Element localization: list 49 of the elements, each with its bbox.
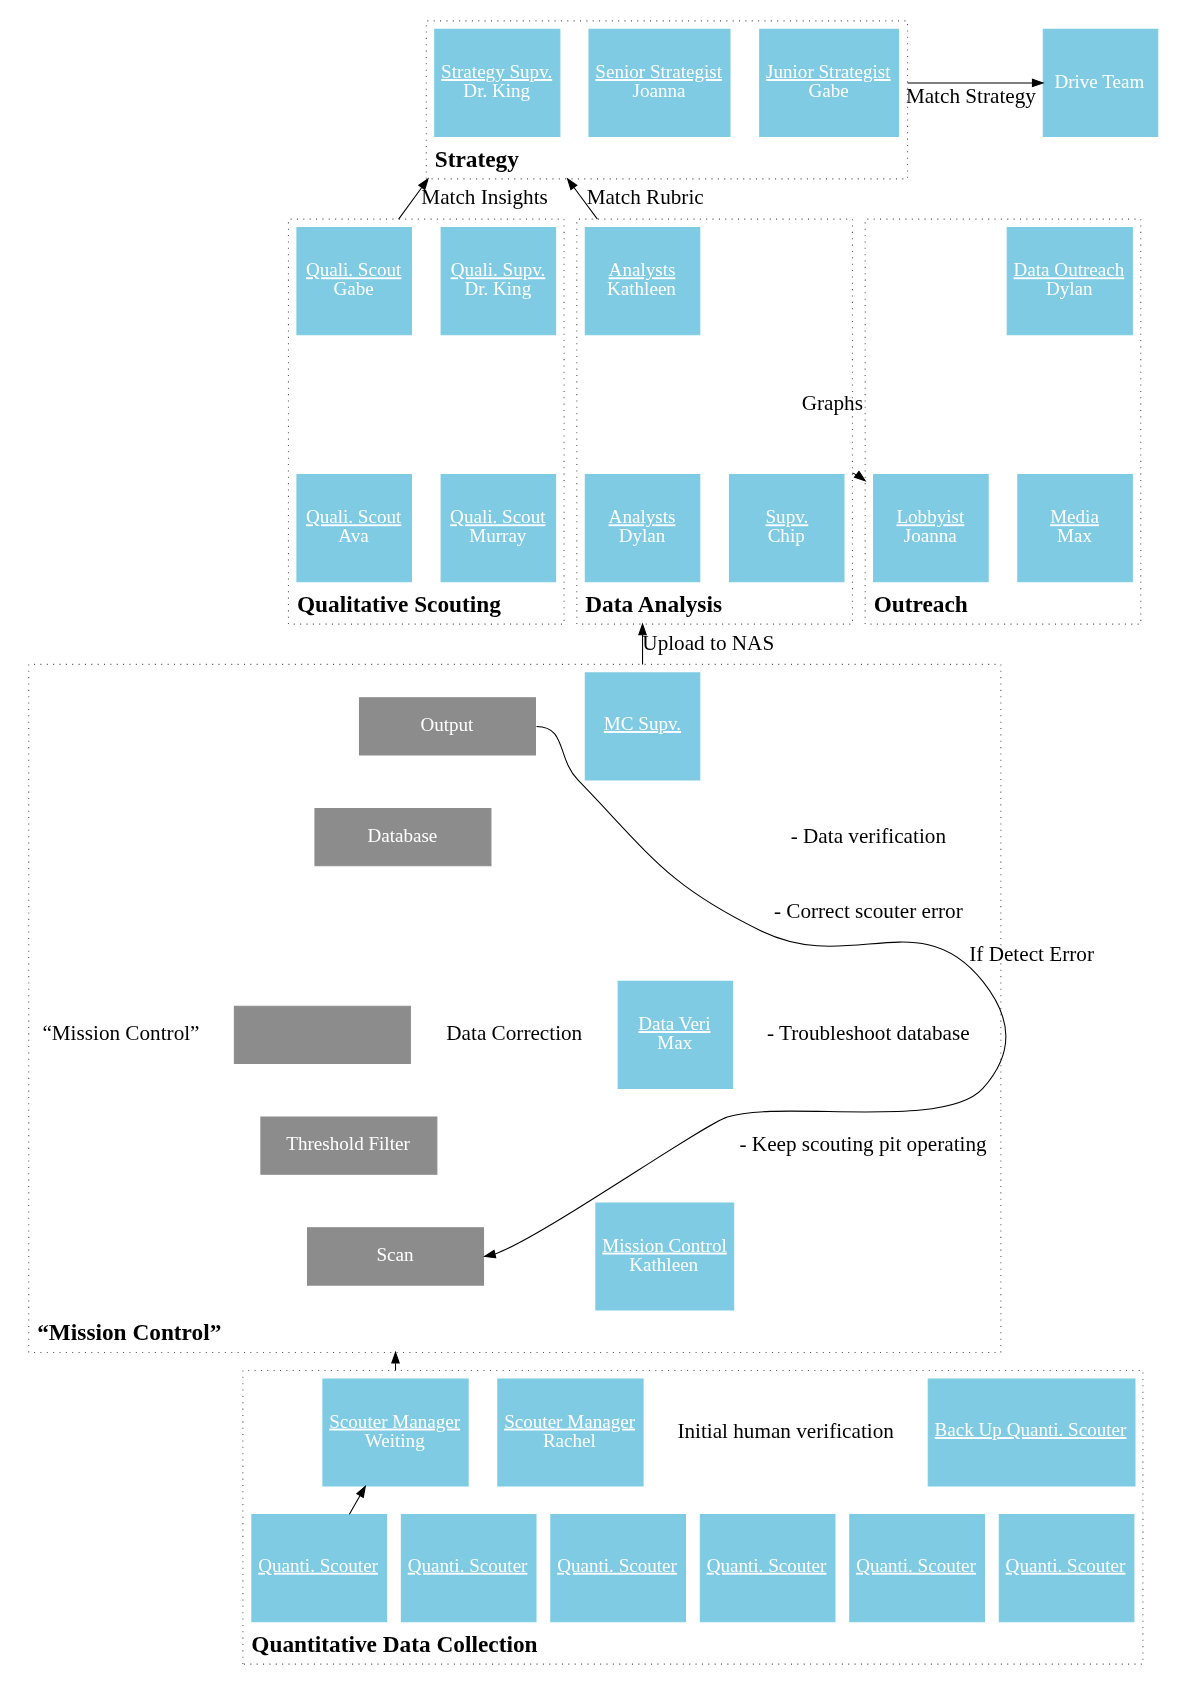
node-box: Quali. Scout Ava <box>296 474 412 583</box>
node-box: Lobbyist Joanna <box>873 474 989 583</box>
node-box: Output <box>358 697 536 756</box>
arrow <box>398 177 429 220</box>
node-box: Quali. Supv. Dr. King <box>440 227 557 336</box>
node-box: Analysts Dylan <box>584 474 701 583</box>
label: - Troubleshoot database <box>767 1021 970 1046</box>
label: - Correct scouter error <box>773 898 963 923</box>
node-box: Data Outreach Dylan <box>1006 227 1133 336</box>
node-box: Quali. Scout Gabe <box>296 227 412 336</box>
node-box: Quanti. Scouter <box>550 1514 686 1623</box>
label: Initial human verification <box>677 1418 894 1443</box>
node-box: Data Veri Max <box>617 980 734 1089</box>
node-box: Database <box>314 808 492 867</box>
label: “Mission Control” <box>42 1021 200 1046</box>
node-box: Quanti. Scouter <box>400 1514 537 1623</box>
edge-label: If Detect Error <box>969 942 1094 967</box>
label: - Keep scouting pit operating <box>739 1132 987 1156</box>
node-box: Quanti. Scouter <box>998 1514 1135 1623</box>
arrow <box>483 725 1007 1259</box>
node-box: Quali. Scout Murray <box>440 474 557 583</box>
node-box <box>233 1005 411 1065</box>
node-box: Supv. Chip <box>728 474 845 583</box>
edge-label: Upload to NAS <box>642 630 775 655</box>
node-box: Quanti. Scouter <box>849 1514 985 1623</box>
node-box: Junior Strategist Gabe <box>759 28 900 137</box>
node-box: Media Max <box>1017 474 1133 583</box>
edge-label: Graphs <box>801 390 863 415</box>
node-box: Senior Strategist Joanna <box>588 28 731 137</box>
node-box: Strategy Supv. Dr. King <box>434 28 561 137</box>
node-box: Drive Team <box>1042 28 1159 137</box>
node-box: Quanti. Scouter <box>699 1514 836 1623</box>
arrow <box>566 177 598 220</box>
node-box: Analysts Kathleen <box>584 227 701 336</box>
arrow <box>638 622 647 665</box>
node-box: Threshold Filter <box>260 1116 438 1175</box>
edge-label: Match Insights <box>421 185 548 210</box>
label: Data Correction <box>446 1021 583 1046</box>
node-box: MC Supv. <box>584 672 701 781</box>
label: - Data verification <box>790 823 946 848</box>
node-box: Mission Control Kathleen <box>595 1202 735 1311</box>
arrow <box>348 1484 367 1515</box>
edge-label: Match Rubric <box>586 185 704 210</box>
node-box: Quanti. Scouter <box>251 1514 388 1623</box>
node-box: Scouter Manager Weiting <box>322 1378 469 1487</box>
arrow <box>907 78 1045 88</box>
node-box: Scan <box>307 1227 485 1286</box>
node-box: Scouter Manager Rachel <box>497 1378 644 1487</box>
node-box: Back Up Quanti. Scouter <box>927 1378 1136 1487</box>
